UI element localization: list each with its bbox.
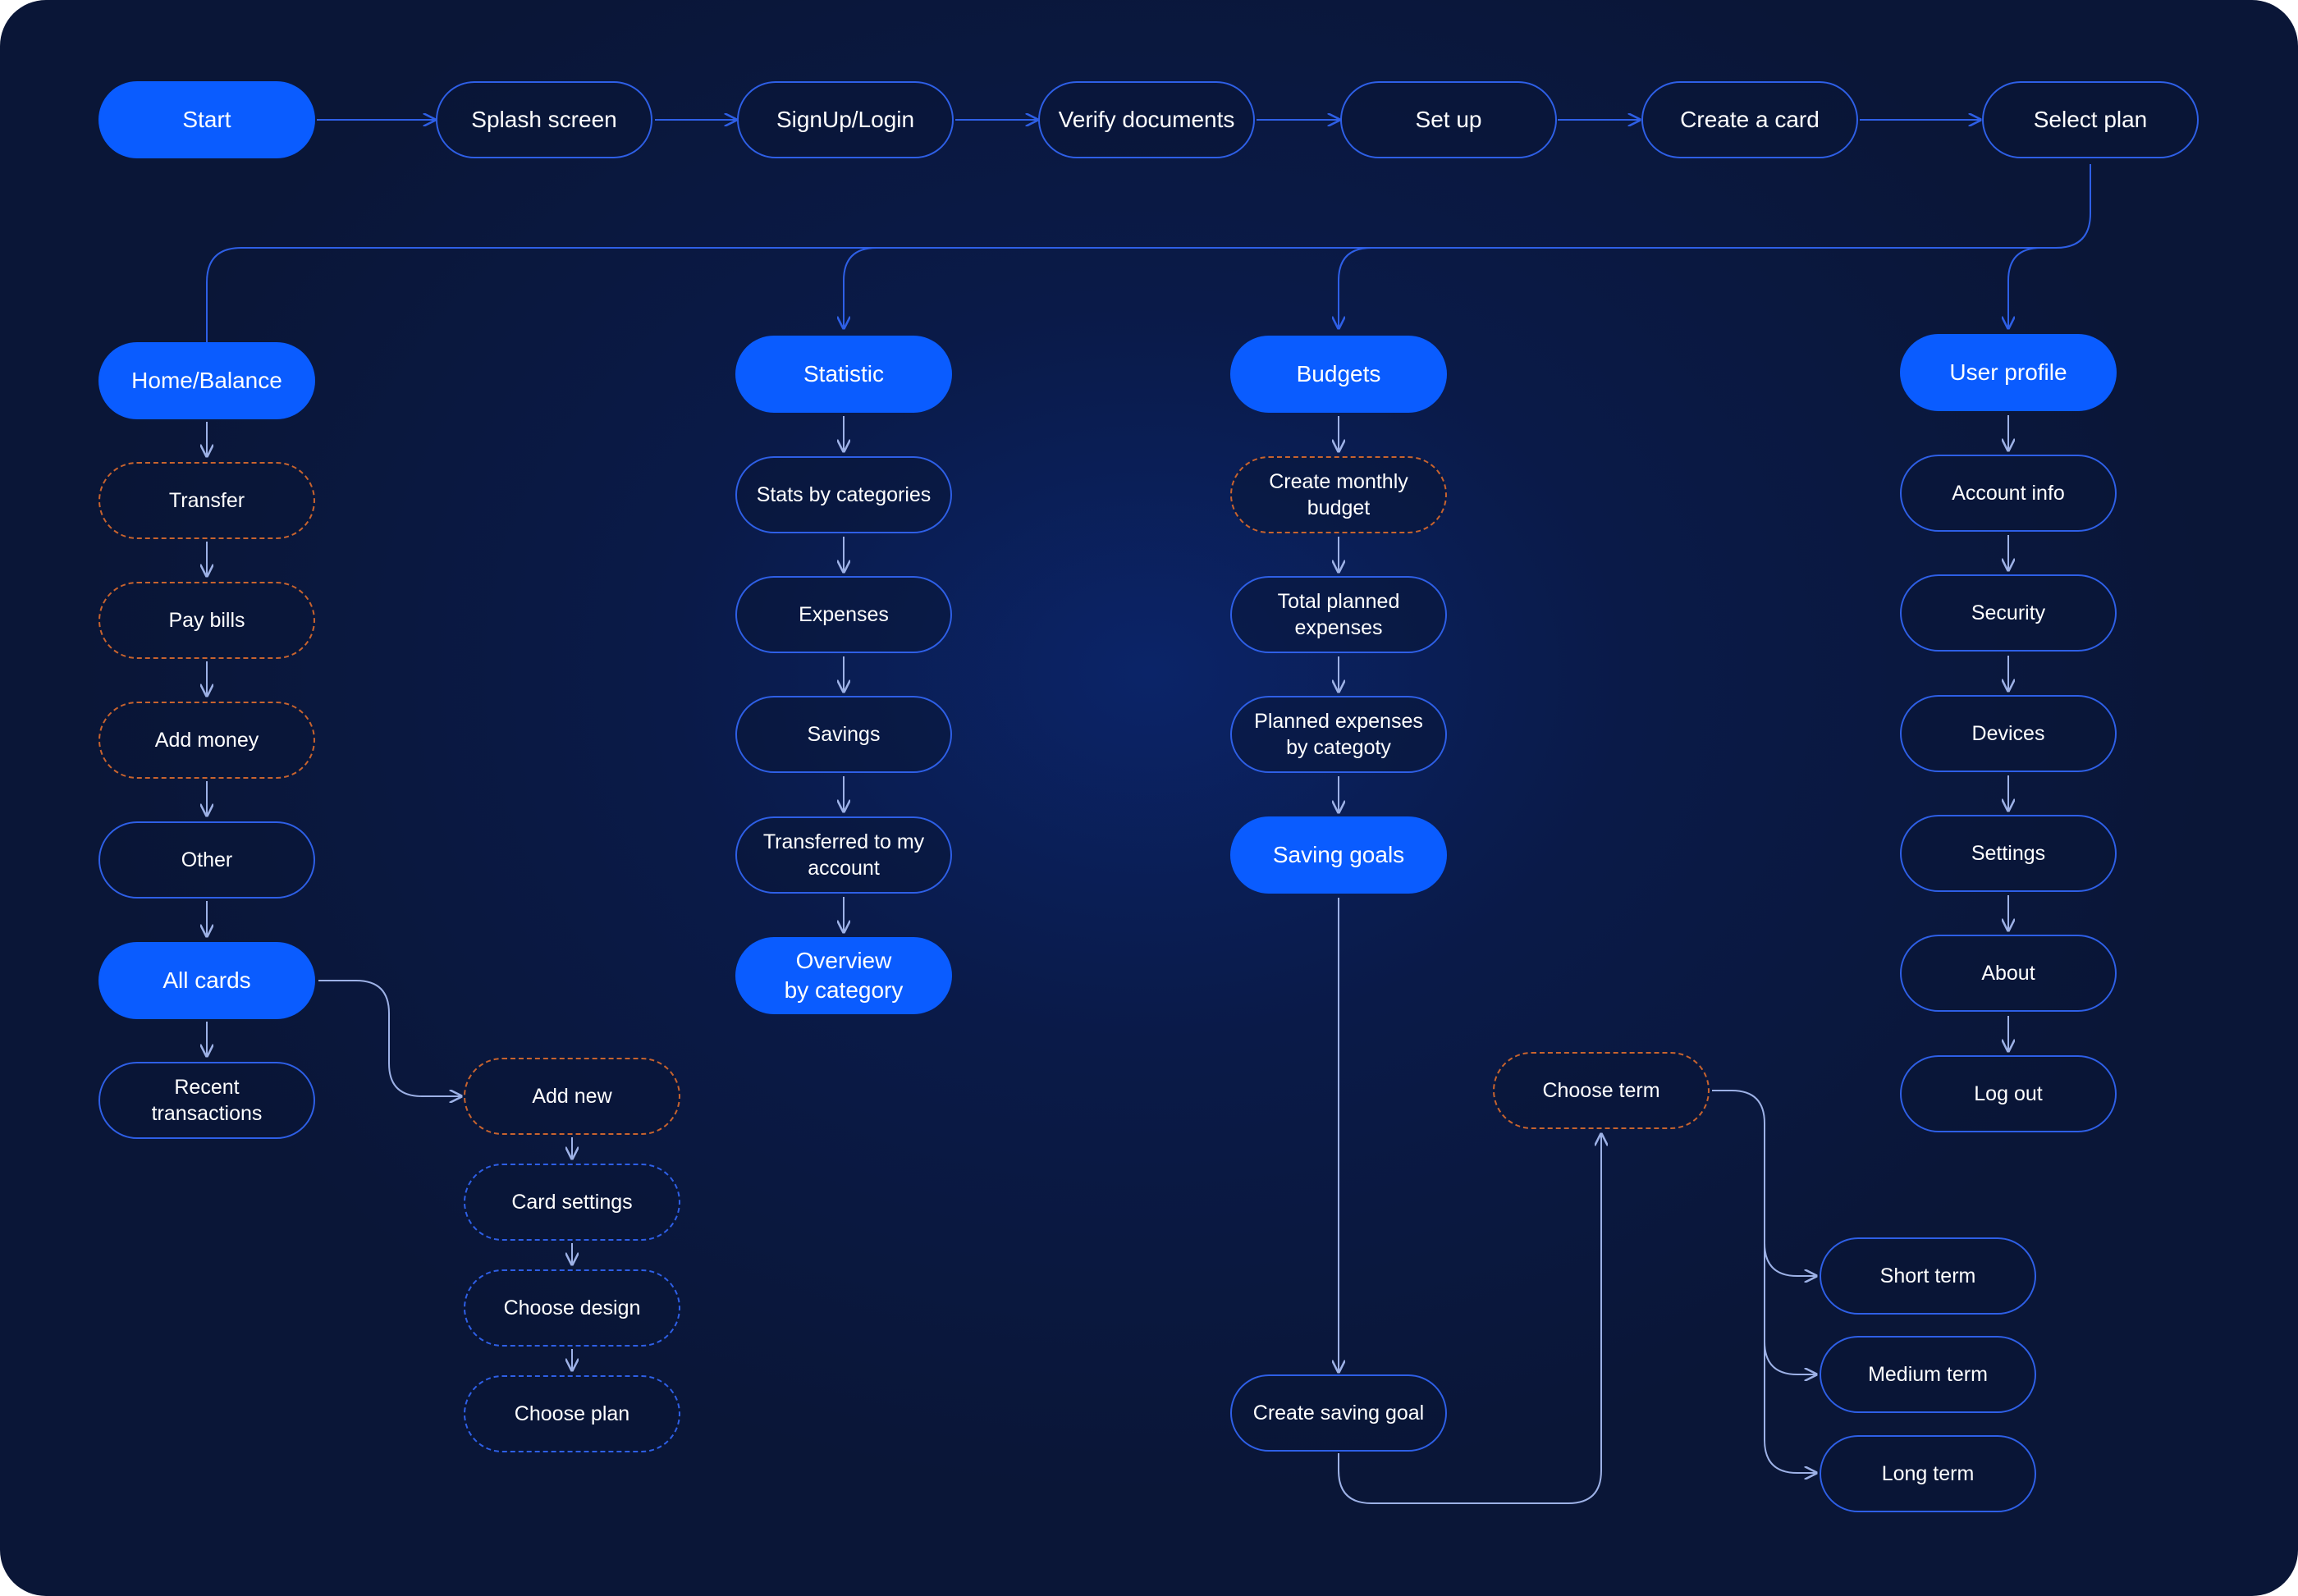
add-new-node[interactable]: Add new — [464, 1058, 680, 1135]
pay-bills-node[interactable]: Pay bills — [98, 582, 315, 659]
choose-term-node[interactable]: Choose term — [1493, 1052, 1710, 1129]
long-term-node[interactable]: Long term — [1820, 1435, 2036, 1512]
create-card-node[interactable]: Create a card — [1641, 81, 1858, 158]
transferred-node[interactable]: Transferred to my account — [735, 816, 952, 894]
savings-node[interactable]: Savings — [735, 696, 952, 773]
elbow-connectors — [318, 980, 1816, 1504]
splash-screen-node[interactable]: Splash screen — [436, 81, 652, 158]
budgets-node[interactable]: Budgets — [1230, 336, 1447, 413]
total-planned-expenses-node[interactable]: Total planned expenses — [1230, 576, 1447, 653]
start-node[interactable]: Start — [98, 81, 315, 158]
create-saving-goal-node[interactable]: Create saving goal — [1230, 1374, 1447, 1452]
verify-documents-node[interactable]: Verify documents — [1038, 81, 1255, 158]
expenses-node[interactable]: Expenses — [735, 576, 952, 653]
vertical-arrows — [207, 415, 2008, 1372]
recent-transactions-node[interactable]: Recent transactions — [98, 1062, 315, 1139]
stats-by-categories-node[interactable]: Stats by categories — [735, 456, 952, 533]
statistic-node[interactable]: Statistic — [735, 336, 952, 413]
create-monthly-budget-node[interactable]: Create monthly budget — [1230, 456, 1447, 533]
set-up-node[interactable]: Set up — [1340, 81, 1557, 158]
home-balance-node[interactable]: Home/Balance — [98, 342, 315, 419]
transfer-node[interactable]: Transfer — [98, 462, 315, 539]
other-node[interactable]: Other — [98, 821, 315, 899]
add-money-node[interactable]: Add money — [98, 702, 315, 779]
account-info-node[interactable]: Account info — [1900, 455, 2117, 532]
all-cards-node[interactable]: All cards — [98, 942, 315, 1019]
select-plan-node[interactable]: Select plan — [1982, 81, 2199, 158]
choose-plan-node[interactable]: Choose plan — [464, 1375, 680, 1452]
card-settings-node[interactable]: Card settings — [464, 1164, 680, 1241]
about-node[interactable]: About — [1900, 935, 2117, 1012]
choose-design-node[interactable]: Choose design — [464, 1269, 680, 1347]
security-node[interactable]: Security — [1900, 574, 2117, 652]
settings-node[interactable]: Settings — [1900, 815, 2117, 892]
branch-bus — [206, 164, 2091, 342]
saving-goals-node[interactable]: Saving goals — [1230, 816, 1447, 894]
overview-by-category-node[interactable]: Overview by category — [735, 937, 952, 1014]
medium-term-node[interactable]: Medium term — [1820, 1336, 2036, 1413]
signup-login-node[interactable]: SignUp/Login — [737, 81, 954, 158]
user-profile-node[interactable]: User profile — [1900, 334, 2117, 411]
log-out-node[interactable]: Log out — [1900, 1055, 2117, 1132]
short-term-node[interactable]: Short term — [1820, 1237, 2036, 1315]
devices-node[interactable]: Devices — [1900, 695, 2117, 772]
planned-expenses-by-category-node[interactable]: Planned expenses by categoty — [1230, 696, 1447, 773]
